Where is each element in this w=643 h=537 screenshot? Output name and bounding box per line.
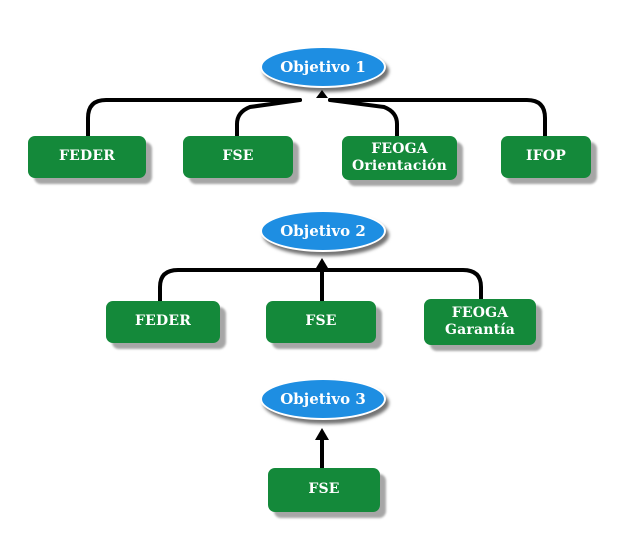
fund-label: FSE: [222, 148, 254, 165]
objective-2: Objetivo 2: [260, 210, 386, 252]
fund-fse-obj1: FSE: [183, 136, 293, 178]
connector-obj2-feoga: [320, 268, 483, 304]
objective-1: Objetivo 1: [260, 46, 386, 88]
fund-label: FEDER: [134, 313, 192, 330]
fund-label-line1: FEOGA: [451, 304, 509, 321]
fund-feder-obj2: FEDER: [106, 301, 220, 343]
fund-label: FSE: [305, 313, 337, 330]
arrow-obj2: [316, 258, 328, 268]
fund-feoga-orientacion: FEOGA Orientación: [342, 136, 457, 180]
fund-label: IFOP: [525, 148, 566, 165]
fund-feoga-garantia: FEOGA Garantía: [424, 299, 536, 345]
fund-label-line1: FEOGA: [371, 140, 428, 157]
fund-fse-obj2: FSE: [266, 301, 376, 343]
connector-obj2-feder: [158, 268, 324, 304]
arrow-obj3: [315, 428, 329, 440]
fund-ifop: IFOP: [501, 136, 591, 178]
connector-obj1-ifop: [328, 98, 547, 140]
arrow-obj1: [316, 90, 328, 98]
fund-label-line2: Garantía: [444, 322, 516, 338]
fund-label: FSE: [308, 481, 340, 498]
fund-fse-obj3: FSE: [268, 468, 380, 512]
fund-feder-obj1: FEDER: [28, 136, 146, 178]
connector-obj1-feder: [86, 98, 302, 140]
connector-obj1-feoga: [328, 98, 399, 140]
fund-label: FEDER: [58, 148, 116, 165]
objective-3: Objetivo 3: [260, 378, 386, 420]
fund-label-line2: Orientación: [351, 158, 448, 174]
connector-obj1-fse: [235, 98, 302, 140]
